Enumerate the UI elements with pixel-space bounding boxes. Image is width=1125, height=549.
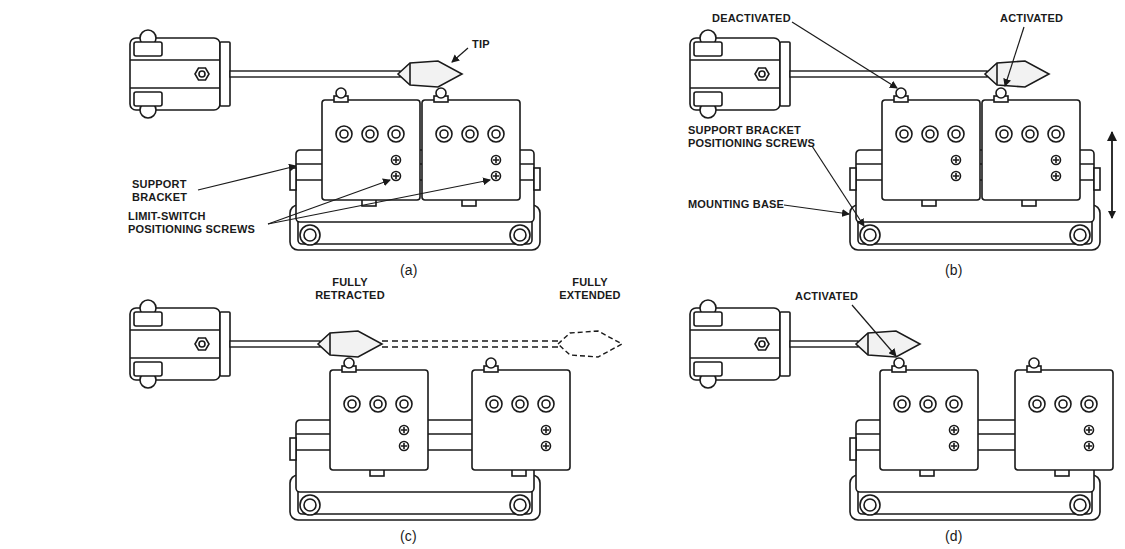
part-label: SUPPORT BRACKET POSITIONING SCREWS [688, 124, 823, 150]
part-label: TIP [472, 38, 490, 51]
panel-caption: (d) [945, 528, 963, 544]
panel-caption: (c) [400, 528, 417, 544]
part-label: FULLY RETRACTED [312, 276, 388, 302]
panel-caption: (a) [400, 262, 418, 278]
part-label: SUPPORT BRACKET [132, 178, 202, 204]
part-label: ACTIVATED [1000, 12, 1063, 25]
part-label: MOUNTING BASE [688, 198, 784, 211]
part-label: LIMIT-SWITCH POSITIONING SCREWS [128, 210, 263, 236]
panel-caption: (b) [945, 262, 963, 278]
part-label: DEACTIVATED [712, 12, 791, 25]
part-label: FULLY EXTENDED [552, 276, 628, 302]
part-label: ACTIVATED [795, 290, 858, 303]
